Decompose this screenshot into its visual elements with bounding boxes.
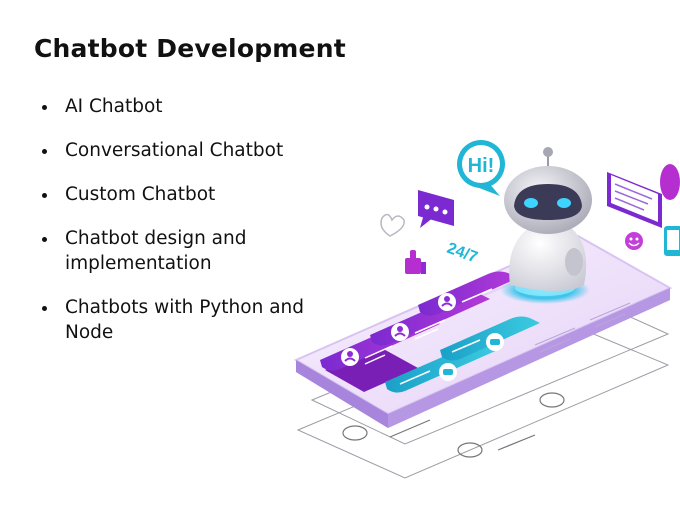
chat-message-purple-3 [418,271,518,316]
list-item-text: Conversational Chatbot [65,140,284,161]
bullet-dot [42,193,47,198]
heart-icon [380,213,405,237]
bullet-dot [42,149,47,154]
smiley-icon [625,232,643,250]
availability-text: 24/7 [445,240,480,267]
chat-message-purple-2 [370,292,490,346]
chatbot-illustration: Hi! 24/7 [293,140,680,479]
list-item-text: Chatbots with Python and Node [65,297,305,343]
chat-message-cyan-2 [440,316,540,361]
bullet-dot [42,105,47,110]
message-lines-icon [607,172,662,228]
bullet-dot [42,237,47,242]
list-item: AI Chatbot [40,94,340,119]
list-item: Chatbot design and implementation [40,226,340,276]
chat-message-cyan-1 [385,342,500,393]
user-avatar-icon [664,226,680,256]
bullet-dot [42,306,47,311]
list-item: Conversational Chatbot [40,138,340,163]
chat-dots-icon [418,190,454,228]
list-item: Custom Chatbot [40,182,340,207]
thumbs-up-icon [405,250,426,274]
robot-icon [500,147,592,304]
greeting-text: Hi! [468,155,495,177]
screen-text-lines [534,302,631,353]
list-item-text: Chatbot design and implementation [65,228,247,274]
list-item: Chatbots with Python and Node [40,295,340,345]
list-item-text: AI Chatbot [65,96,163,117]
chat-bubble-icon: Hi! [457,140,505,196]
page-title: Chatbot Development [34,34,346,63]
feature-list: AI Chatbot Conversational Chatbot Custom… [40,94,340,364]
location-pin-icon [660,164,680,200]
layer-button-icons [342,392,565,458]
list-item-text: Custom Chatbot [65,184,216,205]
